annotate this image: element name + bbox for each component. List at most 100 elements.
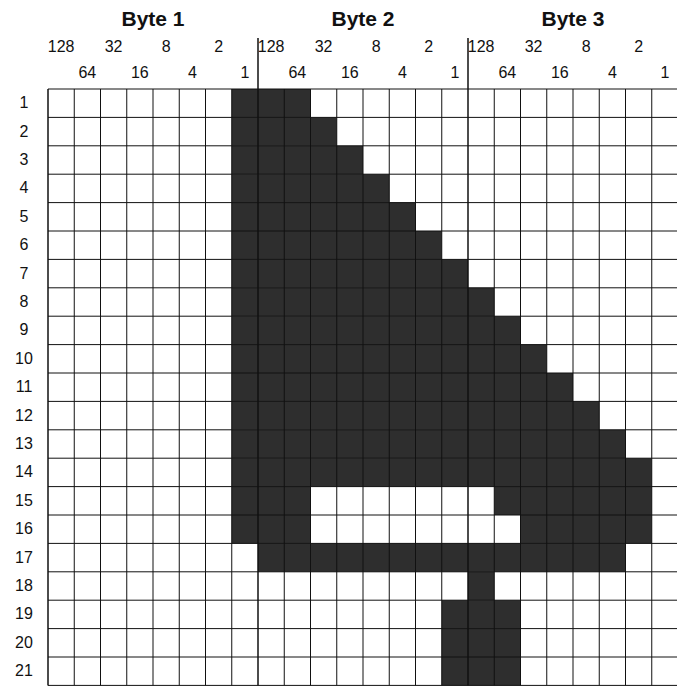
grid-line bbox=[48, 89, 677, 90]
row-number: 16 bbox=[15, 521, 33, 537]
bit-value: 8 bbox=[582, 39, 591, 55]
grid-line bbox=[153, 89, 154, 685]
grid-line bbox=[48, 685, 677, 686]
filled-pixel bbox=[442, 657, 521, 685]
grid-line bbox=[48, 600, 677, 601]
bit-value: 2 bbox=[214, 39, 223, 55]
row-number: 13 bbox=[15, 436, 33, 452]
grid-line bbox=[467, 89, 469, 685]
grid-line bbox=[48, 657, 677, 658]
byte-heading: Byte 2 bbox=[331, 8, 394, 29]
grid-line bbox=[599, 89, 600, 685]
byte-heading: Byte 1 bbox=[121, 8, 184, 29]
grid-line bbox=[48, 344, 677, 345]
bit-value: 2 bbox=[634, 39, 643, 55]
grid-line bbox=[284, 89, 285, 685]
row-number: 14 bbox=[15, 464, 33, 480]
grid-line bbox=[48, 316, 677, 317]
bit-value: 16 bbox=[341, 65, 359, 81]
grid-line bbox=[126, 89, 127, 685]
row-number: 6 bbox=[20, 237, 29, 253]
grid-line bbox=[48, 231, 677, 232]
grid-line bbox=[441, 89, 442, 685]
bit-value: 64 bbox=[498, 65, 516, 81]
grid-line bbox=[48, 543, 677, 544]
bit-value: 32 bbox=[315, 39, 333, 55]
filled-pixel bbox=[232, 487, 311, 515]
bit-value: 128 bbox=[48, 39, 75, 55]
bit-value: 32 bbox=[525, 39, 543, 55]
row-number: 10 bbox=[15, 351, 33, 367]
row-number: 8 bbox=[20, 294, 29, 310]
grid-line bbox=[336, 89, 337, 685]
bit-value: 64 bbox=[78, 65, 96, 81]
grid-line bbox=[48, 628, 677, 629]
row-number: 11 bbox=[16, 379, 33, 395]
grid-line bbox=[48, 259, 677, 260]
filled-pixel bbox=[232, 316, 521, 344]
bit-value: 1 bbox=[450, 65, 459, 81]
grid-line bbox=[494, 89, 495, 685]
grid-line bbox=[48, 515, 677, 516]
bit-value: 128 bbox=[468, 39, 495, 55]
grid-line bbox=[651, 89, 652, 685]
row-number: 19 bbox=[15, 606, 33, 622]
row-number: 15 bbox=[15, 493, 33, 509]
filled-pixel bbox=[468, 572, 494, 600]
grid-line bbox=[179, 89, 180, 685]
bit-value: 1 bbox=[660, 65, 669, 81]
bit-value: 128 bbox=[258, 39, 285, 55]
filled-pixel bbox=[442, 629, 521, 657]
bit-value: 1 bbox=[240, 65, 249, 81]
row-number: 20 bbox=[15, 635, 33, 651]
grid-line bbox=[415, 89, 416, 685]
filled-pixel bbox=[521, 515, 652, 543]
byte-heading: Byte 3 bbox=[541, 8, 604, 29]
grid-line bbox=[205, 89, 206, 685]
row-number: 3 bbox=[20, 152, 29, 168]
bit-value: 8 bbox=[162, 39, 171, 55]
bit-value: 16 bbox=[551, 65, 569, 81]
grid-line bbox=[47, 89, 49, 685]
grid-line bbox=[257, 89, 259, 685]
row-number: 21 bbox=[15, 663, 33, 679]
grid-line bbox=[48, 117, 677, 118]
bit-value: 32 bbox=[105, 39, 123, 55]
bit-value: 4 bbox=[188, 65, 197, 81]
grid-line bbox=[48, 373, 677, 374]
row-number: 7 bbox=[20, 266, 29, 282]
filled-pixel bbox=[232, 515, 311, 543]
grid-line bbox=[363, 89, 364, 685]
grid-line bbox=[48, 145, 677, 146]
bit-value: 8 bbox=[372, 39, 381, 55]
filled-pixel bbox=[232, 259, 468, 287]
bit-value: 2 bbox=[424, 39, 433, 55]
filled-pixel bbox=[232, 373, 573, 401]
row-number: 18 bbox=[15, 578, 33, 594]
row-number: 5 bbox=[20, 209, 29, 225]
grid-line bbox=[389, 89, 390, 685]
bit-value: 64 bbox=[288, 65, 306, 81]
grid-line bbox=[74, 89, 75, 685]
grid-line bbox=[48, 486, 677, 487]
grid-line bbox=[546, 89, 547, 685]
bit-value: 16 bbox=[131, 65, 149, 81]
row-number: 12 bbox=[15, 408, 33, 424]
grid-line bbox=[231, 89, 232, 685]
grid-line bbox=[48, 571, 677, 572]
grid-line bbox=[48, 287, 677, 288]
bit-value: 4 bbox=[608, 65, 617, 81]
grid-line bbox=[48, 401, 677, 402]
grid-line bbox=[625, 89, 626, 685]
row-number: 9 bbox=[20, 322, 29, 338]
grid-line bbox=[100, 89, 101, 685]
grid-line bbox=[573, 89, 574, 685]
grid-line bbox=[48, 174, 677, 175]
row-number: 1 bbox=[20, 95, 29, 111]
row-number: 4 bbox=[20, 180, 29, 196]
filled-pixel bbox=[232, 203, 416, 231]
filled-pixel bbox=[232, 430, 626, 458]
bit-value: 4 bbox=[398, 65, 407, 81]
filled-pixel bbox=[442, 600, 521, 628]
